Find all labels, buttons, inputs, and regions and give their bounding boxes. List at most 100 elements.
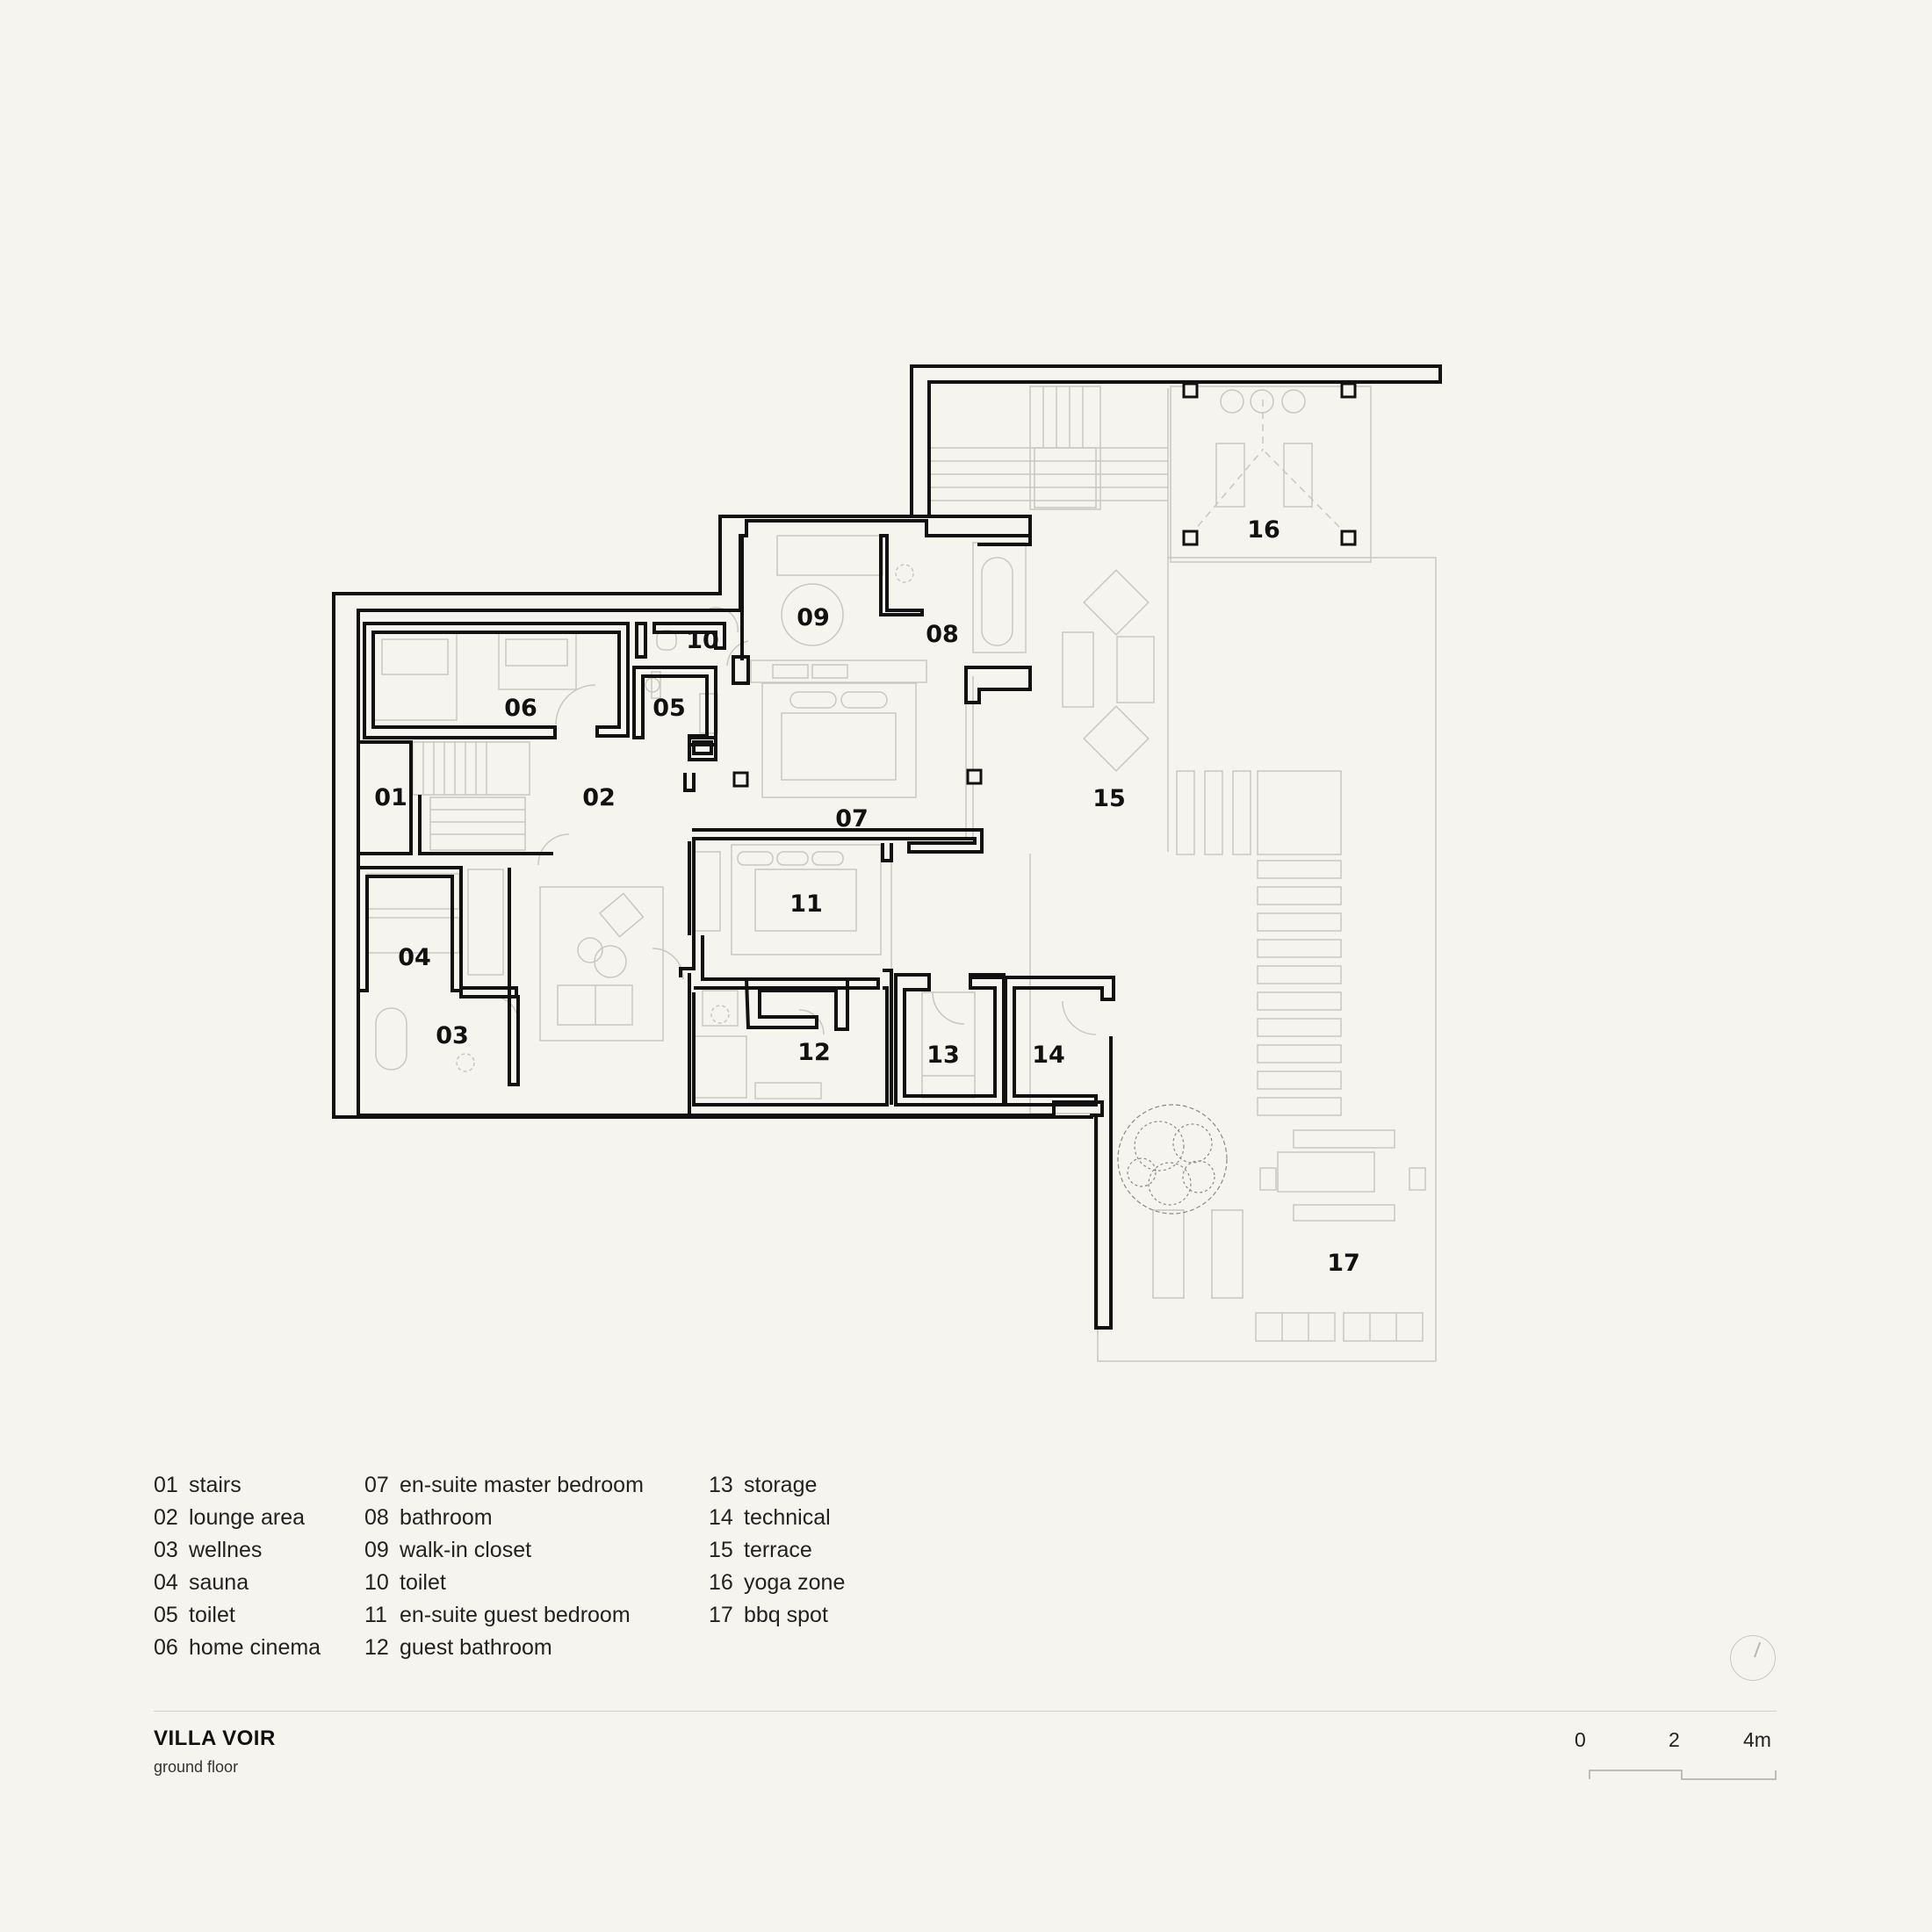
legend-num: 14	[709, 1505, 733, 1530]
walls	[332, 364, 1442, 1330]
legend-name: bbq spot	[744, 1603, 828, 1627]
scale-label-2: 2	[1669, 1728, 1680, 1751]
legend-name: wellnes	[189, 1538, 263, 1562]
terrace-wall-top	[910, 364, 1442, 516]
terrace-wall-bottom	[1094, 1036, 1113, 1330]
storage-walls	[894, 973, 1006, 1107]
room-label-01: 01	[374, 784, 407, 811]
legend-num: 06	[154, 1635, 178, 1660]
legend-item: 17 bbq spot	[709, 1599, 845, 1632]
toilet-walls	[632, 622, 750, 761]
project-title: VILLA VOIR	[154, 1727, 276, 1750]
room-label-13: 13	[926, 1042, 960, 1069]
legend-item: 13 storage	[709, 1469, 845, 1502]
stair-treads	[412, 741, 530, 851]
legend-num: 13	[709, 1473, 733, 1497]
master-walls	[740, 534, 1032, 704]
legend-item: 08 bathroom	[364, 1502, 644, 1534]
legend-num: 09	[364, 1538, 389, 1562]
tree-icon	[1117, 1104, 1228, 1215]
bbq-furniture	[1152, 1129, 1426, 1342]
room-label-12: 12	[797, 1039, 831, 1066]
room-label-17: 17	[1327, 1250, 1360, 1277]
legend-item: 04 sauna	[154, 1567, 321, 1599]
legend-item: 11 en-suite guest bedroom	[364, 1599, 644, 1632]
scale-label-4m: 4m	[1743, 1728, 1771, 1751]
legend-name: lounge area	[189, 1505, 306, 1530]
room-label-09: 09	[797, 604, 830, 631]
technical-walls	[970, 976, 1115, 1107]
room-label-03: 03	[436, 1022, 469, 1049]
legend-num: 05	[154, 1603, 178, 1627]
legend-name: storage	[744, 1473, 818, 1497]
room-label-14: 14	[1032, 1042, 1065, 1069]
legend-num: 11	[364, 1603, 387, 1627]
bathroom-furniture	[895, 542, 1027, 653]
room-label-05: 05	[652, 695, 686, 722]
guest-bedroom-furniture	[693, 844, 892, 975]
legend-item: 10 toilet	[364, 1567, 644, 1599]
room-label-02: 02	[582, 784, 616, 811]
legend-name: sauna	[189, 1570, 249, 1595]
stair-walls	[358, 740, 553, 855]
room-label-08: 08	[926, 621, 959, 648]
project-subtitle: ground floor	[154, 1758, 239, 1776]
cinema-furniture	[372, 631, 596, 725]
terrace-slats	[1257, 860, 1342, 1116]
legend-column-1: 01 stairs 02 lounge area 03 wellnes 04 sauna…	[154, 1469, 321, 1664]
legend-item: 09 walk-in closet	[364, 1534, 644, 1567]
cinema-walls	[363, 622, 630, 739]
room-label-04: 04	[398, 944, 431, 971]
room-label-16: 16	[1247, 516, 1280, 544]
legend-name: toilet	[189, 1603, 235, 1627]
legend-item: 03 wellnes	[154, 1534, 321, 1567]
columns	[732, 382, 1357, 788]
room-labels: 01 02 03 04 05 06 07 08 09 10 11 12 13 1…	[374, 516, 1360, 1277]
legend-name: technical	[744, 1505, 831, 1530]
room-label-06: 06	[504, 695, 537, 722]
legend-name: home cinema	[189, 1635, 321, 1660]
wellness-walls	[508, 868, 520, 1086]
room-label-10: 10	[686, 627, 719, 654]
guest-bathroom-walls	[692, 977, 889, 1107]
legend-item: 05 toilet	[154, 1599, 321, 1632]
room-label-11: 11	[789, 890, 823, 918]
legend-name: yoga zone	[744, 1570, 846, 1595]
legend-item: 02 lounge area	[154, 1502, 321, 1534]
lounge-furniture	[467, 833, 684, 1042]
north-arrow-icon	[1730, 1635, 1776, 1681]
legend-num: 04	[154, 1570, 178, 1595]
legend-num: 01	[154, 1473, 178, 1497]
legend-num: 02	[154, 1505, 178, 1530]
legend-item: 14 technical	[709, 1502, 845, 1534]
yoga-zone-furniture	[1170, 386, 1372, 563]
deck-boards	[931, 386, 1168, 510]
scale-label-0: 0	[1575, 1728, 1586, 1751]
legend-name: guest bathroom	[400, 1635, 552, 1660]
legend-name: stairs	[189, 1473, 242, 1497]
legend-name: walk-in closet	[400, 1538, 532, 1562]
legend-name: toilet	[400, 1570, 446, 1595]
legend-name: bathroom	[400, 1505, 493, 1530]
legend-item: 01 stairs	[154, 1469, 321, 1502]
room-label-07: 07	[835, 805, 869, 833]
legend-num: 03	[154, 1538, 178, 1562]
legend-num: 16	[709, 1570, 733, 1595]
legend-name: en-suite guest bedroom	[400, 1603, 631, 1627]
legend-num: 10	[364, 1570, 389, 1595]
scale-bar-icon	[1589, 1770, 1777, 1780]
legend-num: 07	[364, 1473, 389, 1497]
terrace-lounge-furniture	[1062, 569, 1342, 855]
legend-num: 17	[709, 1603, 733, 1627]
legend-item: 06 home cinema	[154, 1632, 321, 1664]
legend-num: 08	[364, 1505, 389, 1530]
guest-walls	[679, 839, 893, 1105]
legend-name: terrace	[744, 1538, 812, 1562]
north-needle	[1754, 1641, 1761, 1658]
